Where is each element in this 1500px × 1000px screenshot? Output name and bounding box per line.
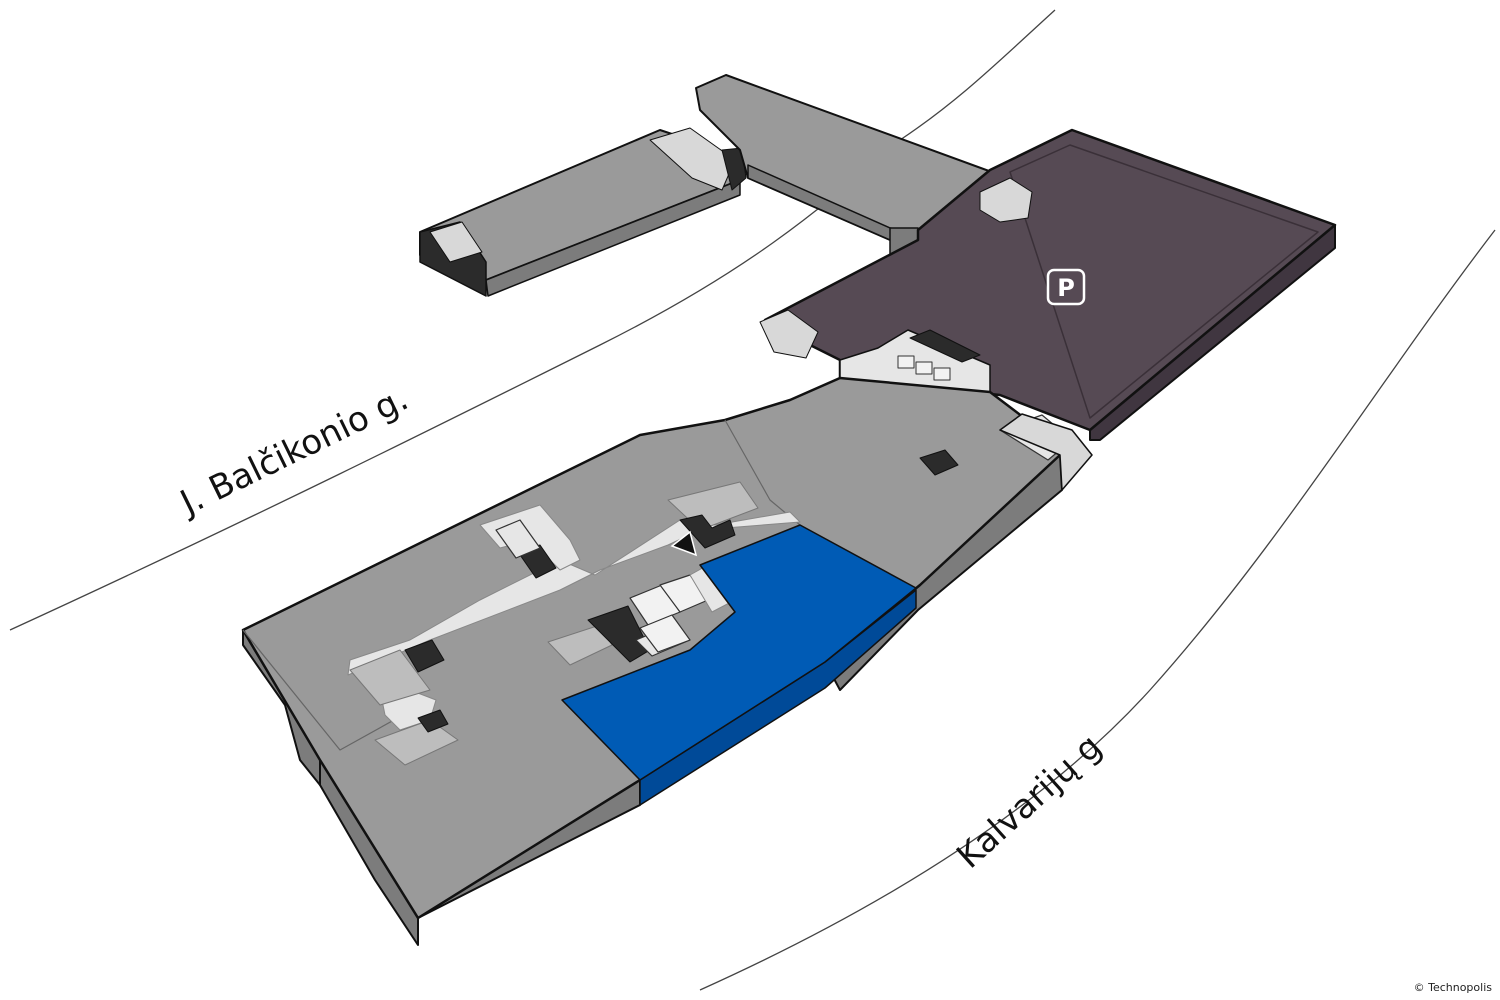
parking-elevator-icon [897,355,951,381]
parking-inner-rim [1009,144,1319,419]
north-wing [419,74,1001,331]
north-arm-end-top [429,221,483,263]
parking-icon: P [1046,268,1086,306]
main-building [241,376,1093,946]
highlighted-unit-floor [561,524,917,781]
main-corridor [347,511,801,676]
triangle-marker-icon [670,530,698,557]
north-stair-dark [721,147,747,191]
parking-core-left [759,309,819,359]
street-line-bottom [699,229,1496,991]
parking-elevator-dark [909,329,981,363]
room-light-1 [349,649,431,706]
parking-core-top [979,177,1033,223]
service-core-icon [404,449,959,733]
street-lines [9,9,1496,991]
north-arm-side [485,179,741,297]
parking-symbol: P [1057,274,1075,302]
east-exit-block [999,413,1093,491]
elevator-icon [629,574,709,653]
room-light-2 [374,719,459,766]
copyright-label: © Technopolis [1413,981,1492,994]
parking-area: P [759,128,1337,441]
highlighted-unit [561,524,917,806]
street-label-balcikonio: J. Balčikonio g. [173,379,415,524]
street-line-top [9,9,1056,631]
room-light-3 [547,624,613,666]
street-label-kalvariju: Kalvarijų g [949,727,1109,877]
